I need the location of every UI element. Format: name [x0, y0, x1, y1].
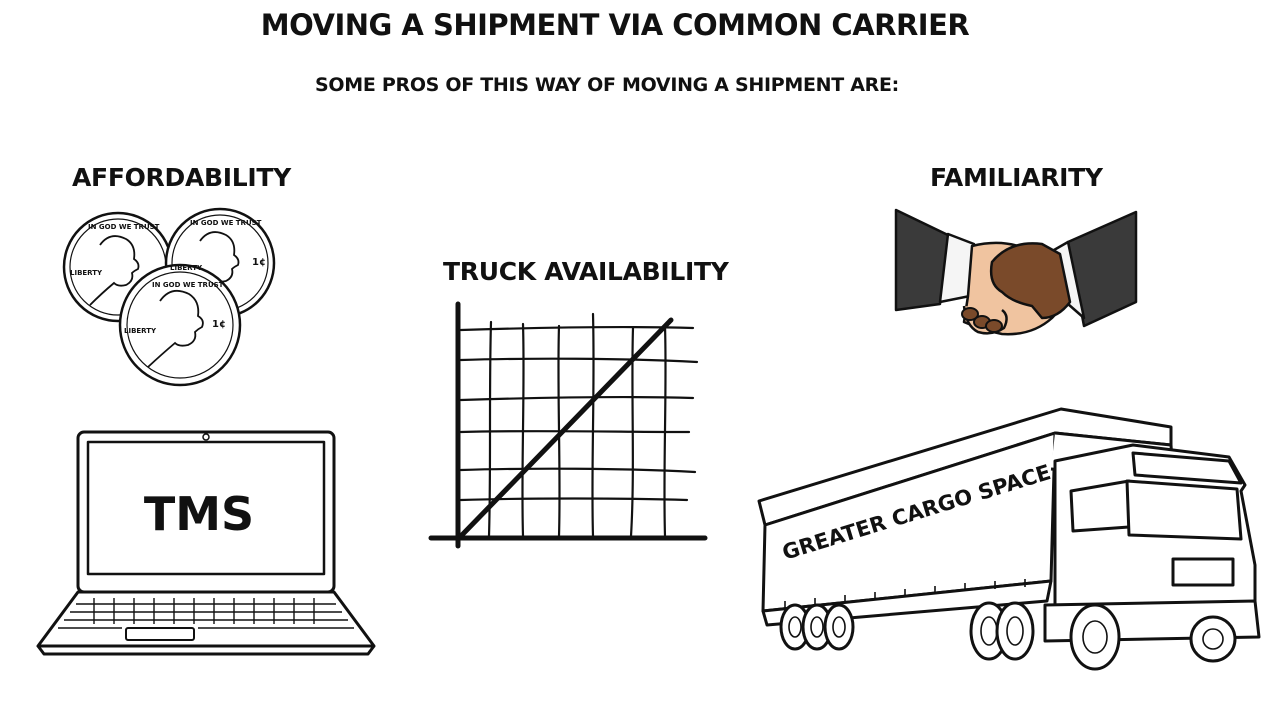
laptop-icon: TMS: [36, 430, 376, 656]
truck-availability-label: TRUCK AVAILABILITY: [443, 257, 729, 286]
tms-label: TMS: [144, 487, 254, 541]
familiarity-label: FAMILIARITY: [930, 163, 1103, 192]
page-subtitle: SOME PROS OF THIS WAY OF MOVING A SHIPME…: [315, 74, 899, 96]
coin-cent-2: 1¢: [252, 257, 266, 268]
coin-liberty-1: LIBERTY: [70, 269, 103, 277]
truck-icon: GREATER CARGO SPACE: [757, 407, 1261, 671]
page-title: MOVING A SHIPMENT VIA COMMON CARRIER: [260, 8, 970, 42]
rising-chart-icon: [428, 301, 708, 549]
coin-motto-1: IN GOD WE TRUST: [88, 223, 160, 231]
coin-motto-2: IN GOD WE TRUST: [190, 219, 262, 227]
coin-cent-3: 1¢: [212, 319, 226, 330]
handshake-icon: [894, 208, 1138, 336]
coin-liberty-2: LIBERTY: [170, 264, 203, 272]
affordability-label: AFFORDABILITY: [72, 163, 291, 192]
pennies-icon: IN GOD WE TRUST LIBERTY IN GOD WE TRUST …: [62, 207, 276, 387]
coin-liberty-3: LIBERTY: [124, 327, 157, 335]
coin-motto-3: IN GOD WE TRUST: [152, 281, 224, 289]
